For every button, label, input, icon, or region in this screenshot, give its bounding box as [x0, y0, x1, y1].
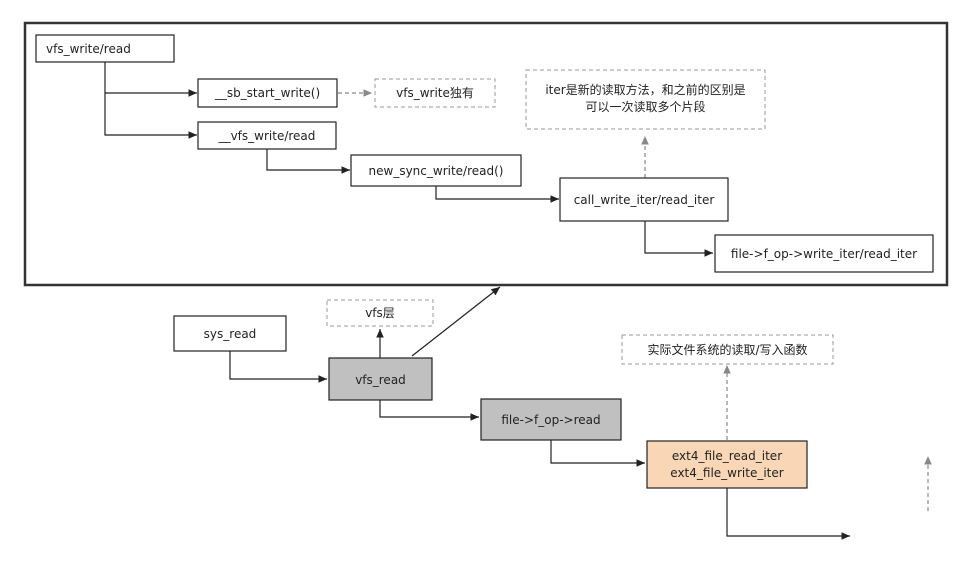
note-vfs-layer: vfs层: [326, 299, 434, 327]
note-actual-fs: 实际文件系统的读取/写入函数: [621, 334, 834, 365]
edge-call-iter-to-fop-iter: [644, 221, 713, 257]
node-file-op-write-iter-label: file->f_op->write_iter/read_iter: [731, 247, 917, 261]
edge-vfs-write-to-sb-start: [104, 62, 197, 97]
node-call-write-iter: call_write_iter/read_iter: [559, 177, 729, 222]
node-sys-read: sys_read: [173, 315, 287, 352]
node-vfs-write-read: vfs_write/read: [35, 34, 175, 63]
edge-vfs-read-to-fop-read: [379, 399, 479, 421]
edge-sys-read-to-vfs-read: [229, 351, 327, 383]
node-call-write-iter-label: call_write_iter/read_iter: [574, 193, 715, 207]
node-vfs-read: vfs_read: [328, 357, 433, 401]
node-ext4-iter: ext4_file_read_iter ext4_file_write_iter: [646, 440, 808, 489]
edge-vfs-read-to-frame: [411, 286, 501, 357]
note-iter: iter是新的读取方法，和之前的区别是 可以一次读取多个片段: [525, 69, 766, 130]
vfs-detail-frame: [23, 21, 949, 287]
node-ext4-read-iter-label: ext4_file_read_iter: [672, 449, 782, 463]
note-iter-line1: iter是新的读取方法，和之前的区别是: [545, 82, 745, 97]
node-vfs-write-read-inner: __vfs_write/read: [197, 121, 337, 150]
node-vfs-write-read-label: vfs_write/read: [46, 42, 131, 56]
node-sys-read-label: sys_read: [204, 327, 257, 341]
note-vfs-write-only-label: vfs_write独有: [396, 86, 474, 100]
node-sb-start-write-label: __sb_start_write(): [214, 86, 320, 100]
edge-new-sync-to-call-iter: [435, 186, 559, 203]
note-vfs-layer-label: vfs层: [365, 306, 395, 320]
edge-fop-read-to-ext4: [550, 440, 645, 467]
edge-inner-to-new-sync: [266, 148, 350, 174]
node-vfs-write-read-inner-label: __vfs_write/read: [218, 129, 316, 143]
edge-ext4-out: [726, 488, 850, 540]
node-new-sync-write-read: new_sync_write/read(): [350, 154, 522, 187]
node-file-op-write-iter: file->f_op->write_iter/read_iter: [714, 234, 934, 273]
node-file-op-read-label: file->f_op->read: [501, 413, 600, 427]
connectors-inner-dashed: [338, 89, 649, 178]
node-new-sync-write-read-label: new_sync_write/read(): [369, 164, 504, 178]
connectors-outer-dashed: [723, 365, 932, 511]
note-vfs-write-only: vfs_write独有: [374, 78, 496, 108]
node-vfs-read-label: vfs_read: [355, 373, 406, 387]
node-file-op-read: file->f_op->read: [480, 398, 622, 441]
node-sb-start-write: __sb_start_write(): [197, 78, 338, 108]
connectors-outer: [229, 286, 850, 540]
edge-vfs-write-to-inner: [104, 93, 197, 139]
note-iter-line2: 可以一次读取多个片段: [585, 99, 705, 114]
note-actual-fs-label: 实际文件系统的读取/写入函数: [647, 342, 807, 357]
connectors-inner: [104, 62, 713, 257]
node-ext4-write-iter-label: ext4_file_write_iter: [670, 466, 783, 480]
